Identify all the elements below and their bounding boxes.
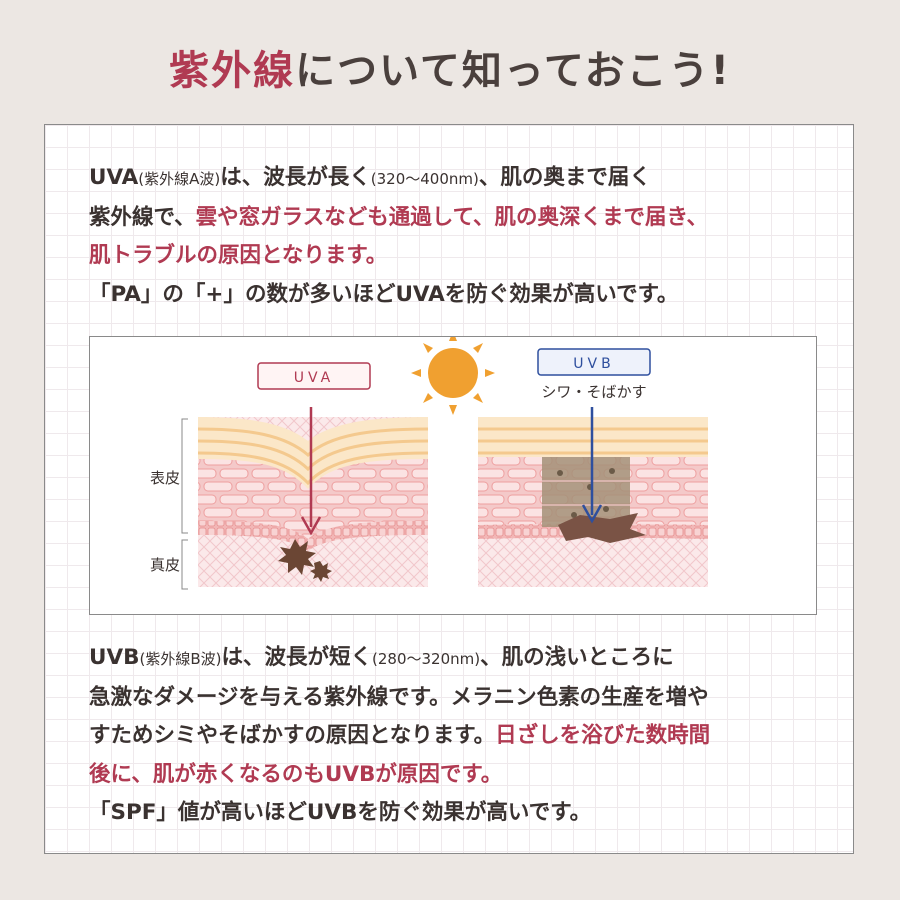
damage-star-icon bbox=[278, 539, 332, 582]
epidermis-bracket bbox=[181, 418, 188, 534]
uva-arrow-icon bbox=[300, 407, 322, 536]
skin-diagram: 表皮 真皮 bbox=[150, 337, 708, 590]
uvb-arrow-icon bbox=[581, 407, 603, 524]
uva-label-box bbox=[257, 362, 371, 390]
uvb-label: UVB bbox=[573, 356, 614, 372]
skin-diagram-panel: 表皮 真皮 bbox=[89, 336, 817, 615]
uva-highlight: 雲や窓ガラスなども通過して、肌の奥深くまで届き、 bbox=[195, 204, 708, 230]
uva-text-fragment: 紫外線で、 bbox=[89, 204, 196, 230]
uva-line-2: 紫外線で、雲や窓ガラスなども通過して、肌の奥深くまで届き、 bbox=[89, 199, 829, 238]
uvb-term: UVB bbox=[89, 645, 140, 670]
uva-wavelength: (320〜400nm) bbox=[370, 170, 479, 188]
uvb-line-2: 急激なダメージを与える紫外線です。メラニン色素の生産を増や bbox=[89, 684, 709, 710]
info-card: UVA(紫外線A波)は、波長が長く(320〜400nm)、肌の奥まで届く 紫外線… bbox=[44, 124, 854, 854]
uvb-caption: シワ・そばかす bbox=[541, 383, 646, 401]
uva-text-fragment: は、波長が長く bbox=[220, 165, 371, 190]
uvb-highlight: 後に、肌が赤くなるのもUVBが原因です。 bbox=[89, 761, 503, 787]
title-rest: について知っておこう! bbox=[295, 48, 731, 94]
uva-highlight: 肌トラブルの原因となります。 bbox=[89, 243, 388, 268]
uvb-term-note: (紫外線B波) bbox=[139, 650, 222, 668]
uvb-text-fragment: すためシミやそばかすの原因となります。 bbox=[89, 723, 496, 748]
uvb-text-fragment: 、肌の浅いところに bbox=[480, 645, 674, 670]
uva-line-3: 肌トラブルの原因となります。 bbox=[89, 237, 829, 276]
uva-line-1: UVA(紫外線A波)は、波長が長く(320〜400nm)、肌の奥まで届く bbox=[89, 159, 829, 199]
epidermis-label: 表皮 bbox=[150, 469, 180, 487]
uvb-wavelength: (280〜320nm) bbox=[372, 650, 481, 668]
uva-label: UVA bbox=[294, 370, 335, 386]
uva-skin-section bbox=[198, 417, 428, 587]
uvb-line-3: すためシミやそばかすの原因となります。日ざしを浴びた数時間 bbox=[89, 717, 829, 756]
dermis-bracket bbox=[181, 539, 188, 590]
uvb-paragraph: UVB(紫外線B波)は、波長が短く(280〜320nm)、肌の浅いところに 急激… bbox=[89, 639, 829, 833]
uvb-label-box bbox=[537, 348, 651, 376]
uvb-text-fragment: は、波長が短く bbox=[221, 645, 373, 670]
uva-line-4: 「PA」の「+」の数が多いほどUVAを防ぐ効果が高いです。 bbox=[89, 281, 679, 307]
uva-paragraph: UVA(紫外線A波)は、波長が長く(320〜400nm)、肌の奥まで届く 紫外線… bbox=[89, 159, 829, 314]
title-accent: 紫外線 bbox=[169, 48, 296, 94]
uva-term-note: (紫外線A波) bbox=[138, 170, 221, 188]
uvb-highlight: 日ざしを浴びた数時間 bbox=[495, 723, 711, 748]
sun-icon bbox=[411, 337, 495, 415]
dermis-label: 真皮 bbox=[150, 556, 180, 574]
uvb-line-4: 後に、肌が赤くなるのもUVBが原因です。 bbox=[89, 756, 829, 795]
page-title: 紫外線について知っておこう! bbox=[0, 38, 900, 96]
uvb-line-5: 「SPF」値が高いほどUVBを防ぐ効果が高いです。 bbox=[89, 800, 592, 825]
uva-text-fragment: 、肌の奥まで届く bbox=[478, 165, 651, 190]
wrinkle-spot-icon bbox=[558, 513, 646, 543]
uva-term: UVA bbox=[89, 165, 139, 190]
uvb-line-1: UVB(紫外線B波)は、波長が短く(280〜320nm)、肌の浅いところに bbox=[89, 639, 829, 679]
